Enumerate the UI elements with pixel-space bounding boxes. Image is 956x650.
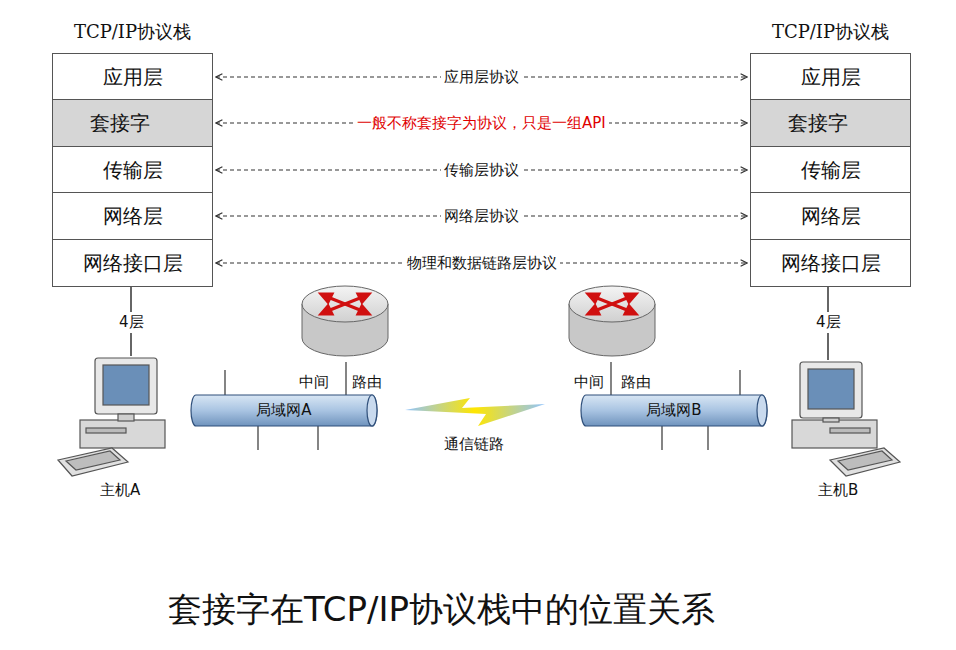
edge-label: 网络层协议 [441,207,522,226]
layer-box: 网络接口层 [52,239,213,287]
caption: 套接字在TCP/IP协议栈中的位置关系 [167,587,716,633]
protocol-stack: TCP/IP协议栈应用层套接字传输层网络层网络接口层 [52,20,213,286]
layer-count: 4层 [118,313,145,332]
edge-label: 一般不称套接字为协议，只是一组API [354,114,609,133]
layer-box: 传输层 [52,146,213,194]
lan-name: 局域网B [646,401,701,420]
router-label: 路由 [351,373,383,392]
layer-box: 网络层 [52,192,213,240]
layer-name: 网络层 [801,203,861,230]
router-icon [569,286,655,356]
layer-box: 套接字 [52,99,213,147]
router-label: 中间 [573,373,605,392]
layer-name: 应用层 [103,64,163,91]
layer-box: 网络层 [750,192,911,240]
layer-box: 套接字 [750,99,911,147]
link-bolt [405,398,545,426]
host-label: 主机A [99,481,141,500]
lan-name: 局域网A [256,401,311,420]
router-label: 中间 [298,373,330,392]
layer-name: 传输层 [103,157,163,184]
layer-name: 应用层 [801,64,861,91]
edge-label: 应用层协议 [441,68,522,87]
lan-pipe: 局域网B [580,394,768,427]
layer-name: 套接字 [788,110,848,137]
edge-label: 物理和数据链路层协议 [404,254,560,273]
layer-box: 应用层 [52,53,213,101]
edge-label: 传输层协议 [441,161,522,180]
router-icon [302,286,388,356]
layer-box: 网络接口层 [750,239,911,287]
layer-count: 4层 [815,313,842,332]
stack-heading: TCP/IP协议栈 [750,20,911,44]
layer-name: 传输层 [801,157,861,184]
stack-heading: TCP/IP协议栈 [52,20,213,44]
layer-name: 网络层 [103,203,163,230]
layer-box: 应用层 [750,53,911,101]
layer-box: 传输层 [750,146,911,194]
protocol-stack: TCP/IP协议栈应用层套接字传输层网络层网络接口层 [750,20,911,286]
layer-name: 网络接口层 [781,250,881,277]
link-label: 通信链路 [443,435,505,454]
layer-name: 套接字 [90,110,150,137]
router-label: 路由 [620,373,652,392]
layer-name: 网络接口层 [83,250,183,277]
stack-link-line [131,285,828,360]
host-label: 主机B [817,481,859,500]
computer-icon [58,358,165,476]
lan-pipe: 局域网A [190,394,378,427]
computer-icon [792,362,900,476]
